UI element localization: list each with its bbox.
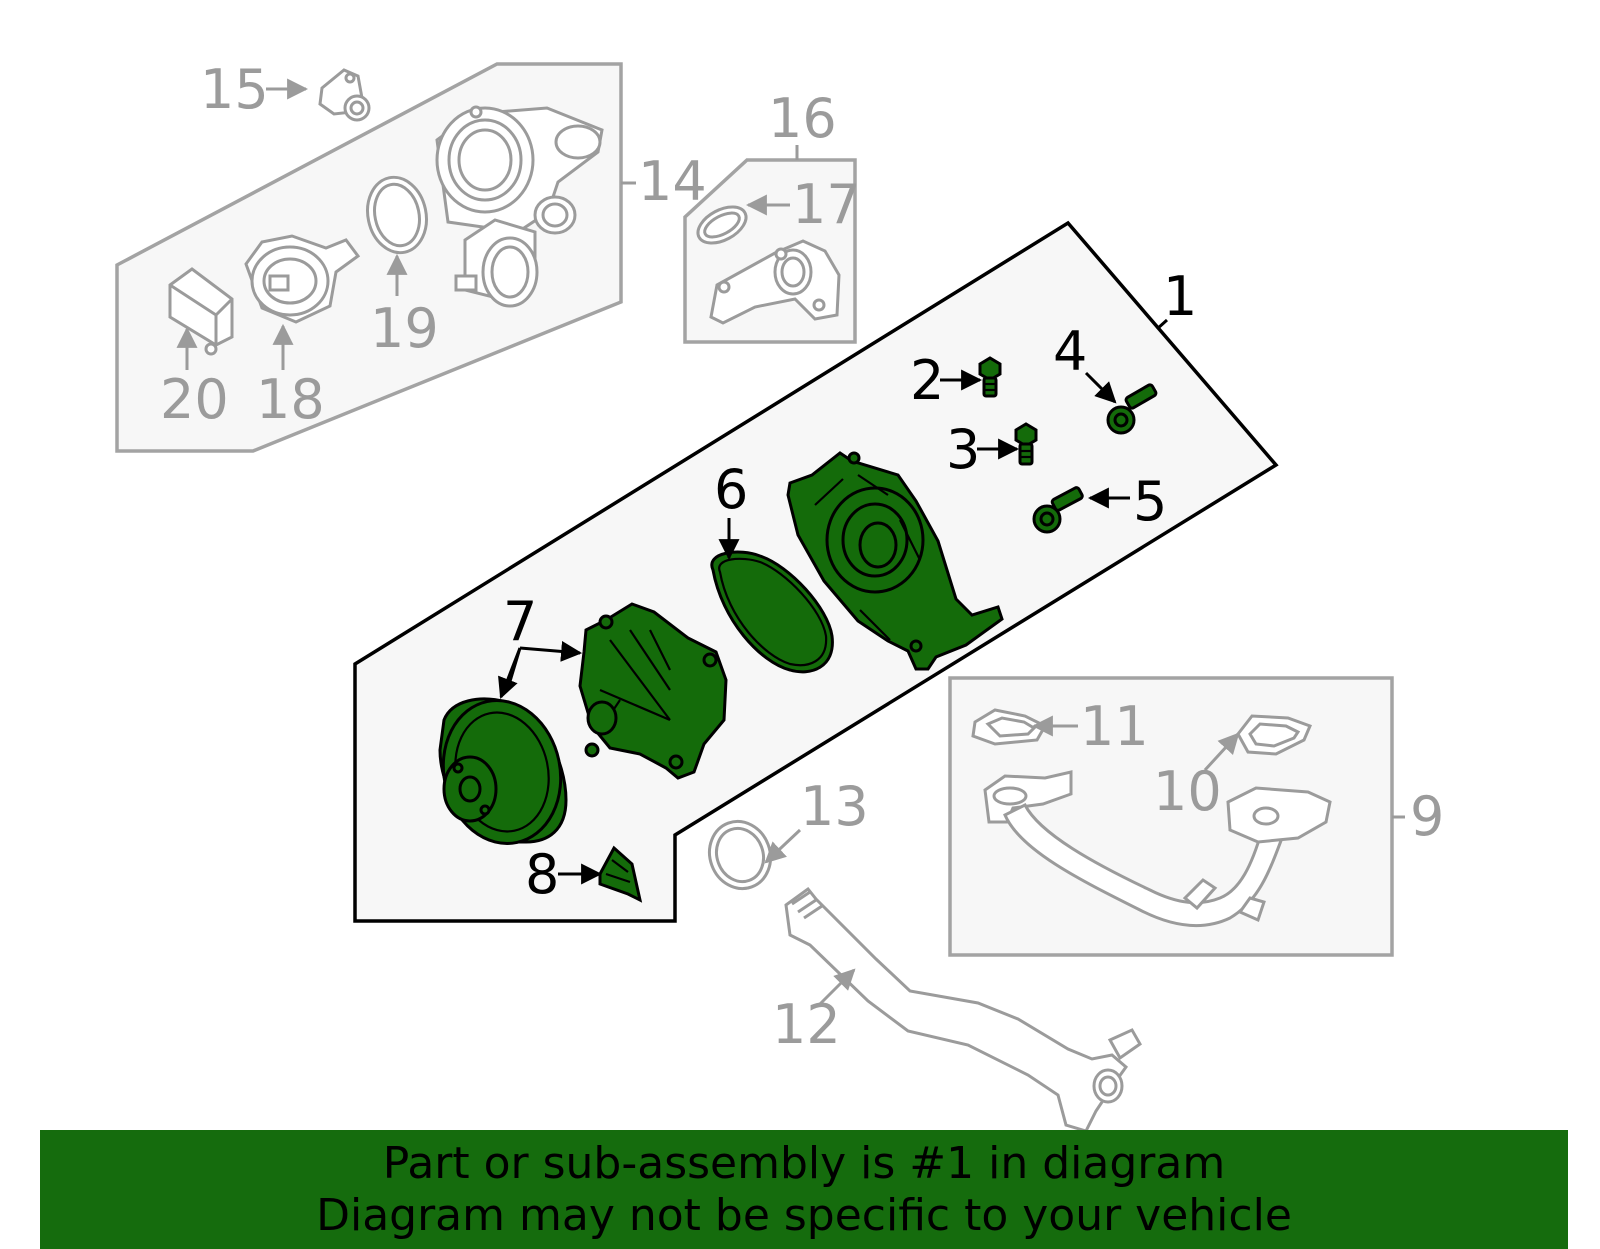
callout-13[interactable]: 13	[800, 775, 869, 838]
part-16-water-outlet[interactable]	[709, 239, 841, 325]
leader-10	[1203, 732, 1240, 772]
callout-16[interactable]: 16	[768, 87, 837, 150]
part-10-gasket[interactable]	[1236, 714, 1313, 756]
part-2-bolt[interactable]	[978, 356, 1002, 398]
part-19-o-ring[interactable]	[361, 172, 434, 258]
callout-9[interactable]: 9	[1410, 785, 1444, 848]
callout-19[interactable]: 19	[370, 297, 439, 360]
part-17-gasket[interactable]	[692, 200, 752, 251]
banner-line-1: Part or sub-assembly is #1 in diagram	[382, 1138, 1226, 1189]
part-12-coolant-pipe[interactable]	[784, 886, 1142, 1133]
part-20-sensor[interactable]	[168, 267, 234, 356]
banner-line-2: Diagram may not be specific to your vehi…	[316, 1190, 1292, 1241]
callout-2[interactable]: 2	[910, 349, 944, 412]
notice-banner: Part or sub-assembly is #1 in diagram Di…	[40, 1130, 1568, 1249]
callout-18[interactable]: 18	[256, 368, 325, 431]
leader-7b	[519, 640, 583, 662]
assembly-1-frame[interactable]	[353, 220, 1279, 923]
callout-4[interactable]: 4	[1053, 320, 1087, 383]
leader-7c	[498, 647, 522, 699]
callout-17[interactable]: 17	[792, 173, 861, 236]
callout-3[interactable]: 3	[946, 418, 980, 481]
part-3-bolt[interactable]	[1014, 422, 1038, 466]
leader-4	[1084, 371, 1117, 404]
leader-12	[816, 968, 856, 1008]
part-5-bolt[interactable]	[1032, 486, 1084, 534]
part-4-bolt[interactable]	[1106, 383, 1158, 435]
part-1-pump-housing[interactable]	[786, 451, 1004, 671]
part-7-pulley[interactable]	[430, 690, 573, 855]
callout-11[interactable]: 11	[1080, 695, 1149, 758]
part-7-water-pump-body[interactable]	[578, 602, 728, 780]
part-6-gasket[interactable]	[710, 550, 834, 674]
callout-10[interactable]: 10	[1153, 760, 1222, 823]
callout-5[interactable]: 5	[1133, 470, 1167, 533]
part-18-actuator[interactable]	[244, 234, 361, 324]
part-13-o-ring[interactable]	[700, 813, 780, 897]
part-14-thermostat-housing[interactable]	[435, 105, 604, 308]
callout-15[interactable]: 15	[200, 58, 269, 121]
callout-6[interactable]: 6	[714, 458, 748, 521]
callout-12[interactable]: 12	[772, 993, 841, 1056]
callout-1[interactable]: 1	[1163, 265, 1197, 328]
part-15-sensor[interactable]	[318, 68, 371, 122]
leader-13	[764, 828, 802, 864]
callout-14[interactable]: 14	[638, 150, 707, 213]
callout-7[interactable]: 7	[503, 590, 537, 653]
part-9-coolant-pipe[interactable]	[983, 770, 1332, 928]
callout-20[interactable]: 20	[160, 368, 229, 431]
callout-8[interactable]: 8	[525, 843, 559, 906]
